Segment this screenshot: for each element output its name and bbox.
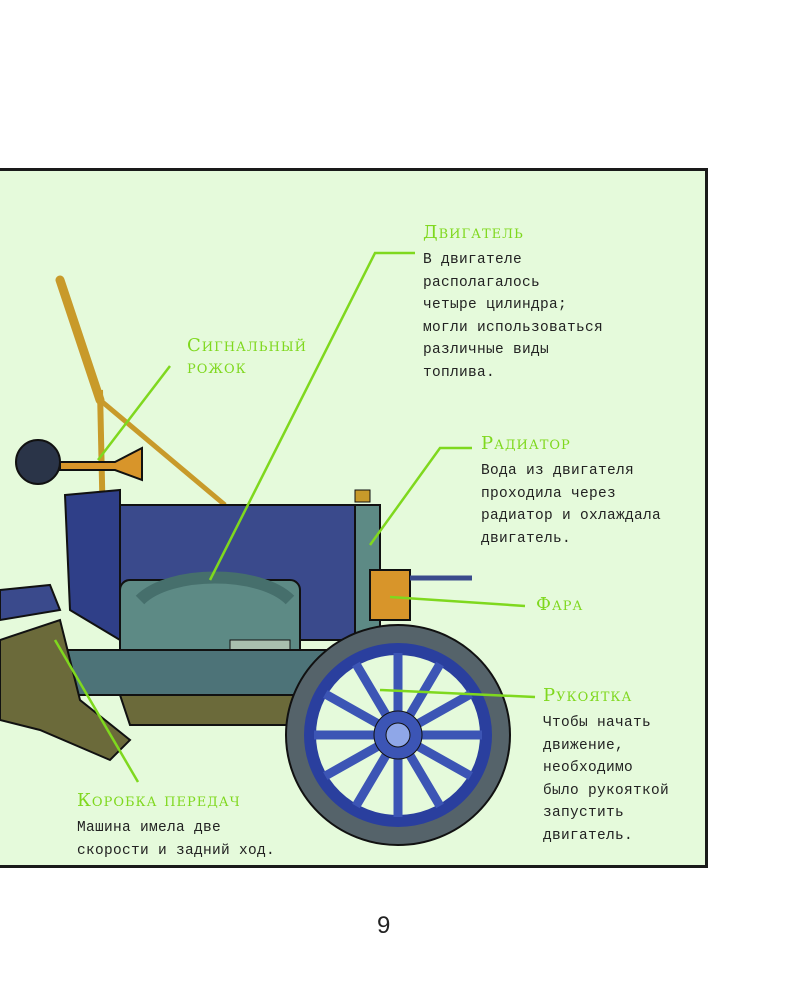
engine-title: Двигатель xyxy=(423,222,524,243)
horn-trumpet xyxy=(59,446,143,482)
horn-bulb xyxy=(15,439,61,485)
crank-title: Рукоятка xyxy=(543,685,633,706)
leader-crank xyxy=(379,688,536,699)
engine-text: В двигателе располагалось четыре цилиндр… xyxy=(423,252,604,381)
crank-text: Чтобы начать движение, необходимо было р… xyxy=(543,715,670,844)
leader-gearbox xyxy=(53,639,140,783)
headlight-title: Фара xyxy=(536,594,584,615)
gearbox-title: Коробка передач xyxy=(77,790,241,811)
horn-title: Сигнальный рожок xyxy=(187,335,307,378)
steering-column xyxy=(55,275,105,405)
radiator-text: Вода из двигателя проходила через радиат… xyxy=(481,463,662,547)
seat-back xyxy=(63,488,121,642)
page-number: 9 xyxy=(377,912,391,939)
headlight xyxy=(369,569,411,621)
radiator-title: Радиатор xyxy=(481,433,571,454)
leader-horn xyxy=(97,365,171,461)
leader-headlight xyxy=(389,595,526,608)
gearbox-text: Машина имела две скорости и задний ход. xyxy=(77,820,276,859)
seat xyxy=(0,583,62,622)
leader-radiator xyxy=(368,446,472,546)
leader-engine xyxy=(208,251,415,581)
front-wheel xyxy=(285,624,511,846)
